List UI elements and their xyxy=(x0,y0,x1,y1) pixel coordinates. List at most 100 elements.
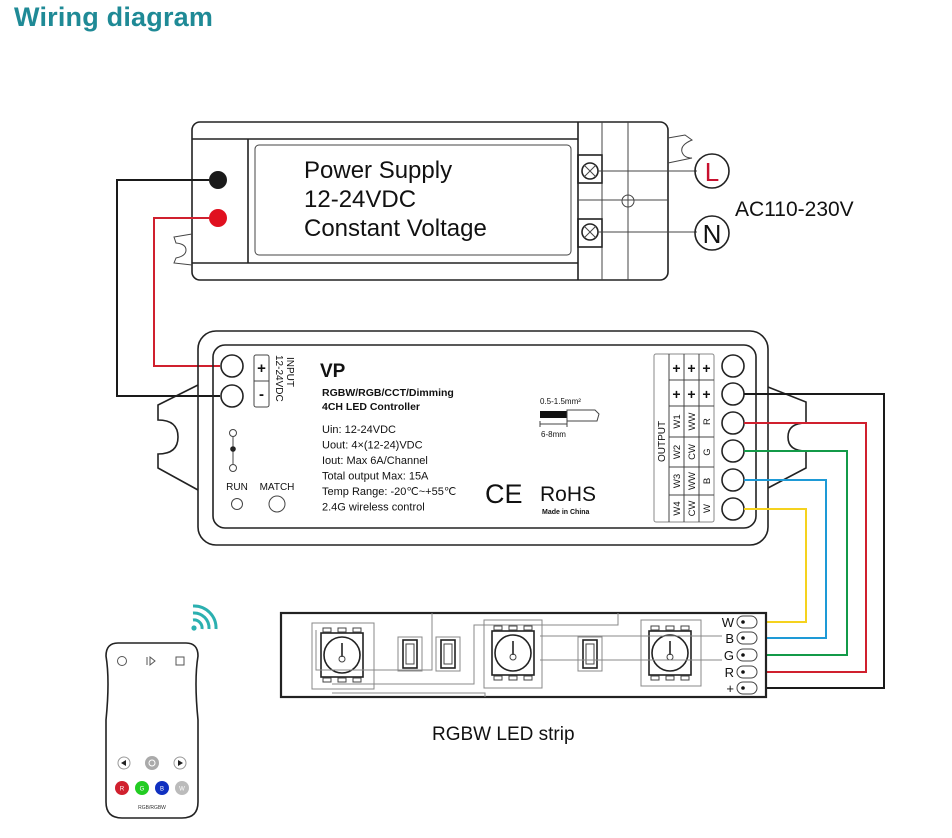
output-terminal xyxy=(721,382,745,406)
output-plus-label: + xyxy=(672,386,680,402)
screw-terminal-icon xyxy=(581,223,599,241)
remote-button-g[interactable]: G xyxy=(135,781,149,795)
made-in-label: Made in China xyxy=(542,509,590,516)
spec-line: Uin: 12-24VDC xyxy=(322,424,396,436)
prev-button[interactable] xyxy=(117,756,131,770)
red-output-wire xyxy=(744,422,867,673)
power-button[interactable] xyxy=(145,756,159,770)
power-supply: Power Supply 12-24VDC Constant Voltage xyxy=(173,121,697,281)
play-mode-icon[interactable] xyxy=(146,655,156,667)
spec-line: Temp Range: -20℃~+55℃ xyxy=(322,486,456,498)
yellow-output-wire xyxy=(744,508,807,623)
svg-text:W: W xyxy=(179,787,185,793)
smd-resistor xyxy=(435,636,461,672)
blue-output-wire xyxy=(744,479,827,639)
psu-label-line3: Constant Voltage xyxy=(304,215,487,242)
output-terminal xyxy=(721,439,745,463)
remote-button-w[interactable]: W xyxy=(175,781,189,795)
remote-model-label: RGB/RGBW xyxy=(138,805,166,811)
remote-button-b[interactable]: B xyxy=(155,781,169,795)
run-label: RUN xyxy=(226,482,248,493)
ac-neutral-terminal: N xyxy=(694,215,730,251)
input-voltage-label: 12-24VDC xyxy=(273,355,284,402)
remote-control[interactable]: R G B W RGB/RGBW xyxy=(105,642,199,819)
wireless-signal-icon xyxy=(191,604,218,631)
output-plus-label: + xyxy=(687,386,695,402)
stripped-wire-icon xyxy=(539,409,600,427)
output-channel-label: B xyxy=(702,478,713,484)
cloud-mode-icon[interactable] xyxy=(117,656,127,666)
controller-subtitle-1: RGBW/RGB/CCT/Dimming xyxy=(322,387,454,399)
svg-text:R: R xyxy=(725,665,734,680)
output-channel-label: G xyxy=(702,448,713,455)
wire-gauge-label: 0.5-1.5mm² xyxy=(540,397,581,406)
output-terminal xyxy=(721,497,745,521)
output-label: OUTPUT xyxy=(657,421,668,462)
svg-text:B: B xyxy=(160,787,164,793)
positive-input-wire xyxy=(153,217,220,367)
screw-terminal-icon xyxy=(581,162,599,180)
input-minus-label: - xyxy=(259,386,264,403)
output-terminal xyxy=(721,468,745,492)
svg-text:W: W xyxy=(722,615,735,630)
svg-text:G: G xyxy=(140,787,145,793)
output-channel-label: WW xyxy=(687,472,698,490)
spec-line: Total output Max: 15A xyxy=(322,471,429,483)
output-channel-label: CW xyxy=(687,501,698,517)
remote-button-r[interactable]: R xyxy=(115,781,129,795)
svg-text:+: + xyxy=(726,681,734,696)
psu-label-line1: Power Supply xyxy=(304,157,452,184)
dc-negative-terminal xyxy=(209,171,227,189)
psu-label-line2: 12-24VDC xyxy=(304,186,416,213)
match-label: MATCH xyxy=(260,482,295,493)
controller-subtitle-2: 4CH LED Controller xyxy=(322,401,420,413)
spec-line: Uout: 4×(12-24)VDC xyxy=(322,440,423,452)
output-channel-label: W1 xyxy=(672,414,683,428)
ac-live-terminal: L xyxy=(694,153,730,189)
svg-text:L: L xyxy=(705,157,719,187)
save-icon[interactable] xyxy=(175,656,185,666)
controller-model: VP xyxy=(320,361,346,382)
output-channel-label: W3 xyxy=(672,474,683,488)
strip-pin-r: R xyxy=(725,665,758,680)
dc-positive-terminal xyxy=(209,209,227,227)
svg-text:N: N xyxy=(703,219,722,249)
strip-pin-w: W xyxy=(722,615,758,630)
spec-list: Uin: 12-24VDC Uout: 4×(12-24)VDC Iout: Max… xyxy=(322,424,456,514)
output-plus-label: + xyxy=(702,386,710,402)
spec-line: Iout: Max 6A/Channel xyxy=(322,455,428,467)
strip-label: RGBW LED strip xyxy=(432,724,575,745)
ac-voltage-label: AC110-230V xyxy=(735,198,854,221)
strip-length-label: 6-8mm xyxy=(541,430,566,439)
svg-text:R: R xyxy=(120,787,125,793)
diagram-title: Wiring diagram xyxy=(14,2,214,32)
run-indicator xyxy=(231,498,243,510)
svg-text:G: G xyxy=(724,648,734,663)
spec-line: 2.4G wireless control xyxy=(322,502,425,514)
negative-input-wire xyxy=(116,179,220,397)
output-channel-label: W2 xyxy=(672,445,683,459)
next-button[interactable] xyxy=(173,756,187,770)
smd-resistor xyxy=(397,636,423,672)
ce-mark: CE xyxy=(485,479,523,509)
smd-resistor xyxy=(577,636,603,672)
output-channel-label: WW xyxy=(687,413,698,431)
match-button[interactable] xyxy=(268,495,286,513)
smd-led xyxy=(483,619,543,689)
output-channel-label: R xyxy=(702,418,713,425)
output-plus-label: + xyxy=(702,360,710,376)
smd-led xyxy=(311,622,375,690)
output-plus-label: + xyxy=(687,360,695,376)
svg-text:B: B xyxy=(725,631,734,646)
output-channel-label: CW xyxy=(687,444,698,460)
output-channel-label: W4 xyxy=(672,501,683,515)
rohs-mark: RoHS xyxy=(540,483,596,506)
smd-led xyxy=(640,619,702,687)
strip-pin-b: B xyxy=(725,631,758,646)
output-terminal xyxy=(721,354,745,378)
led-indicator-icon xyxy=(229,429,237,472)
green-output-wire xyxy=(744,450,848,656)
output-channel-label: W xyxy=(702,504,713,513)
